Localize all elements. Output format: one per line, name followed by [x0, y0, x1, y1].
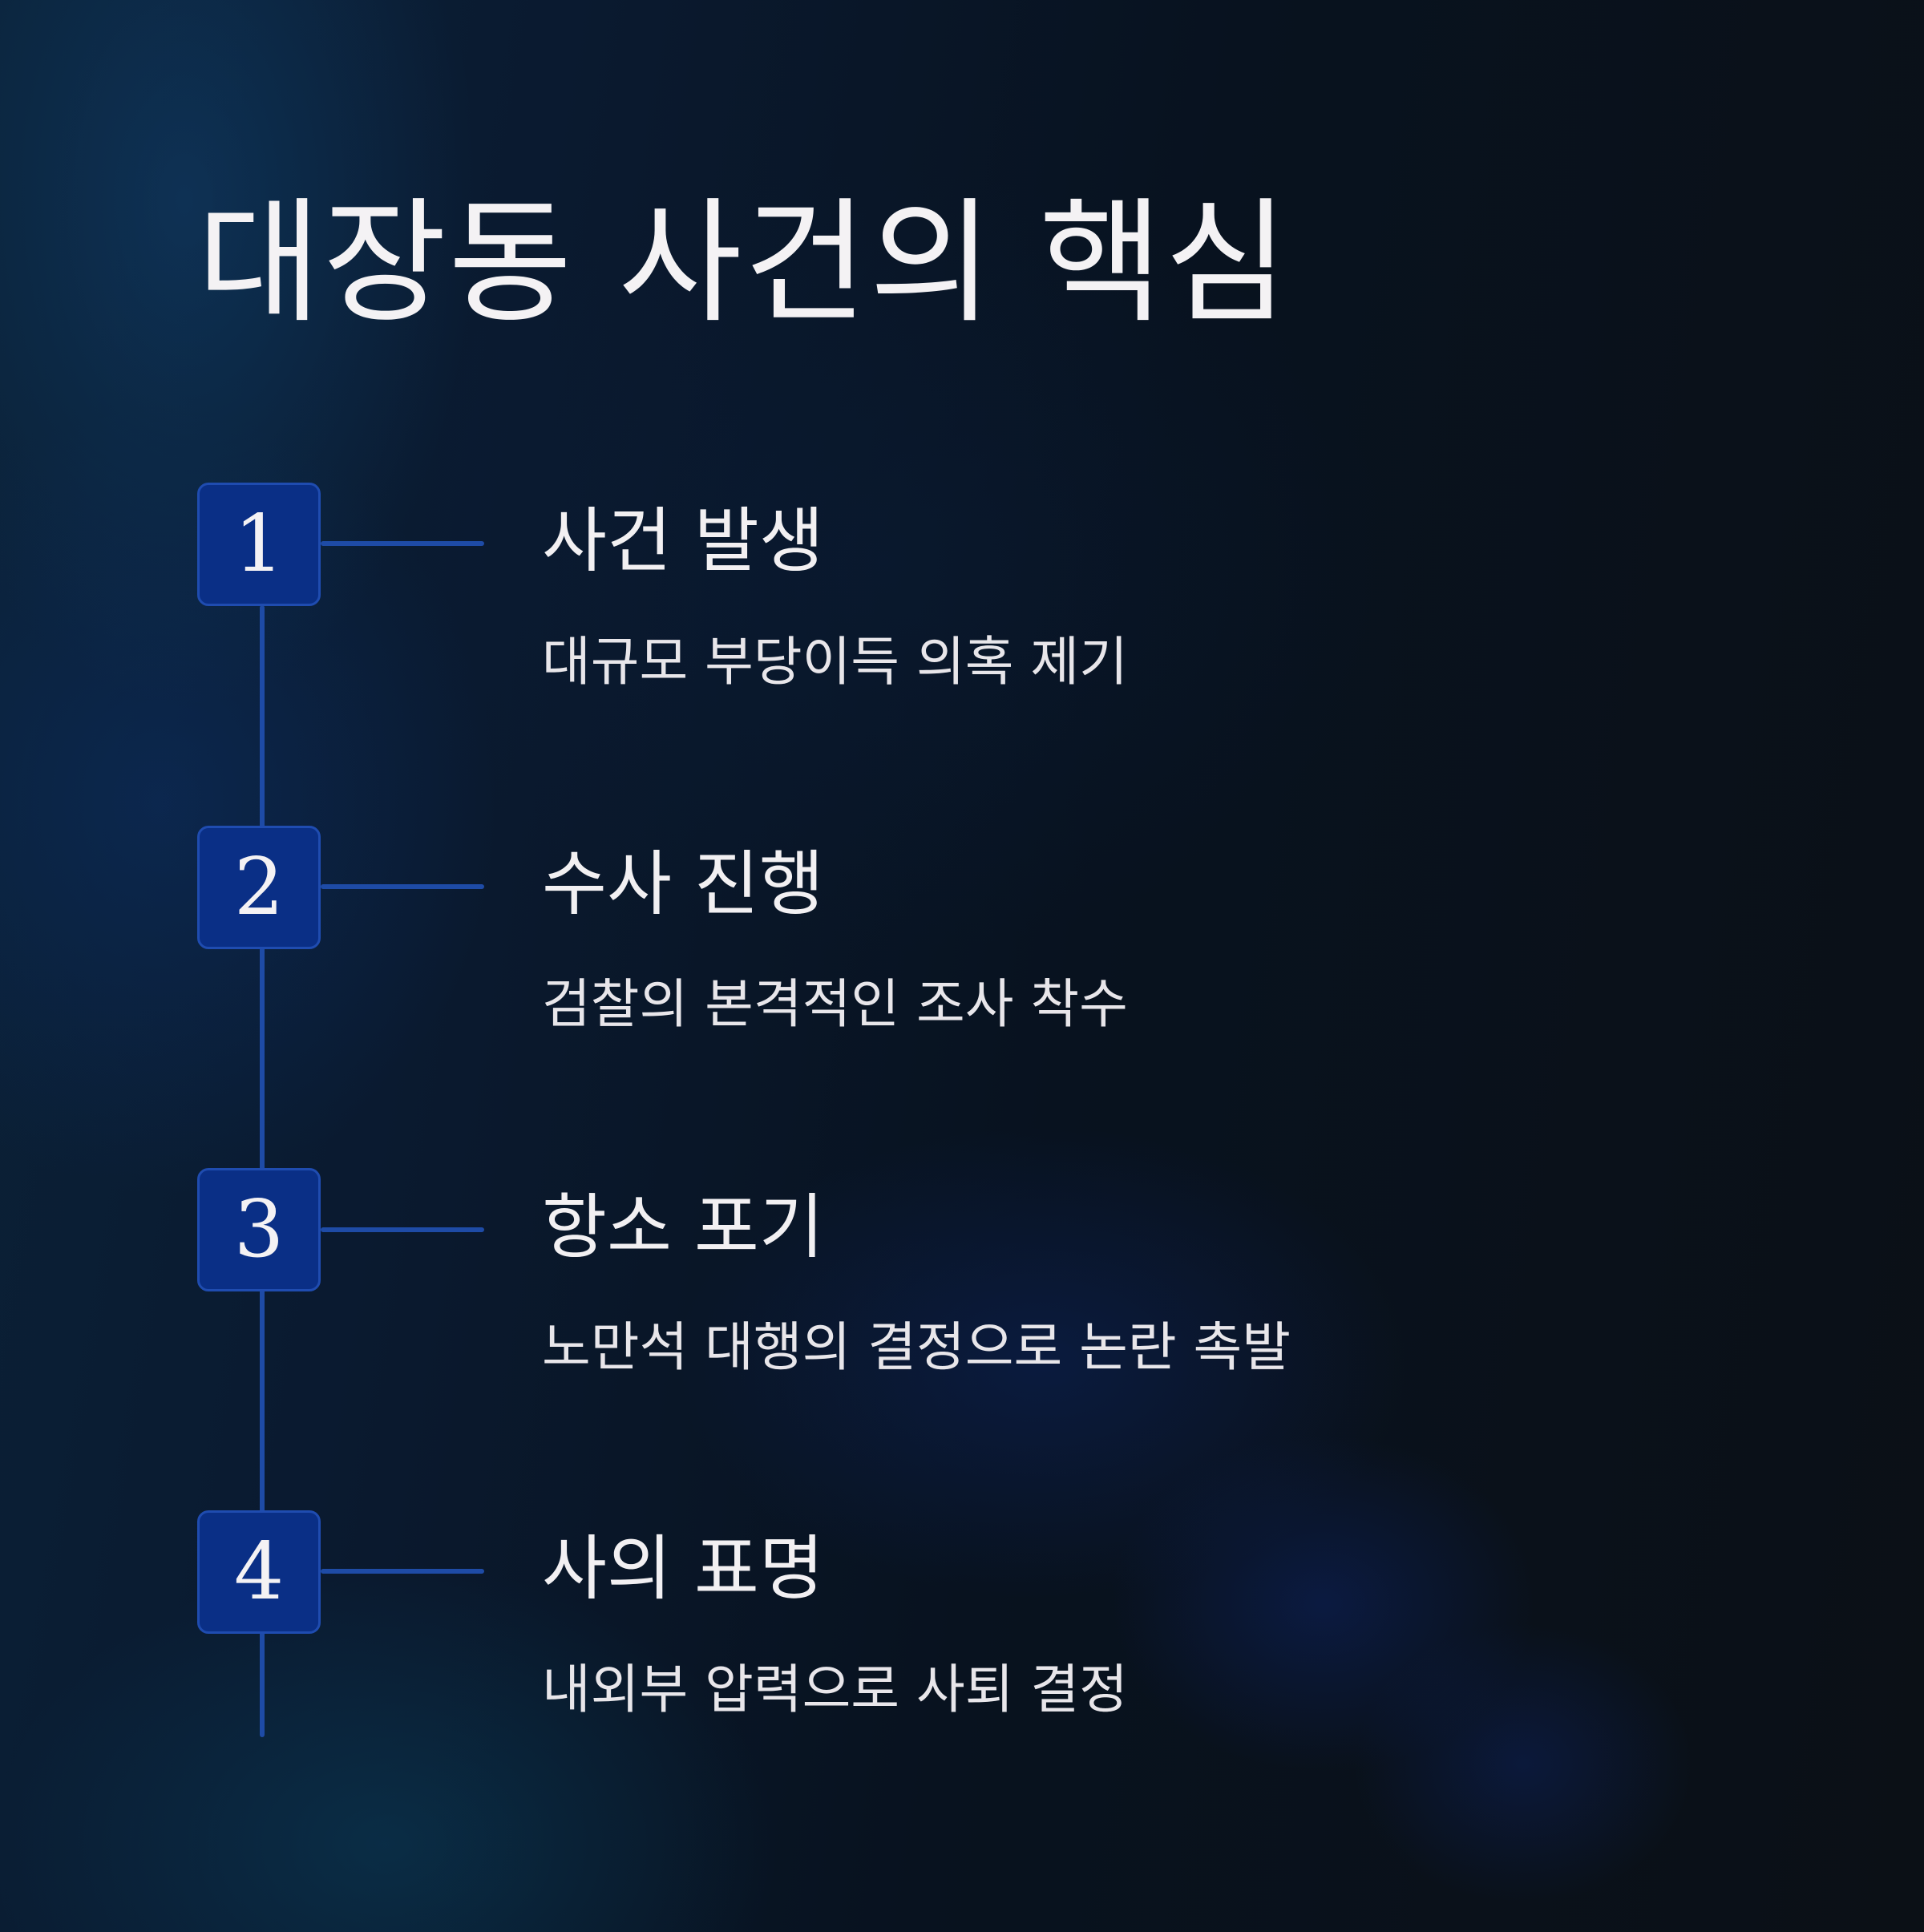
- step-2-badge: 2: [197, 826, 321, 949]
- step-4-number: 4: [233, 1526, 285, 1618]
- step-3-connector: [321, 1227, 484, 1232]
- step-3-badge: 3: [197, 1168, 321, 1291]
- step-1-badge: 1: [197, 483, 321, 606]
- step-2-title: 수사 진행: [542, 843, 824, 925]
- step-1-title: 사건 발생: [542, 499, 824, 582]
- step-1-number: 1: [233, 499, 285, 590]
- step-3-number: 3: [233, 1184, 285, 1275]
- step-1-connector: [321, 541, 484, 546]
- step-2-description: 검찰의 본격적인 조사 착수: [542, 973, 1128, 1035]
- step-3-title: 항소 포기: [542, 1186, 824, 1268]
- step-4-description: 내외부 압력으로 사퇴 결정: [542, 1659, 1128, 1720]
- step-1-description: 대규모 부당이득 의혹 제기: [542, 631, 1128, 693]
- page-title: 대장동 사건의 핵심: [197, 184, 1291, 342]
- step-4-connector: [321, 1569, 484, 1574]
- step-2-connector: [321, 884, 484, 889]
- step-4-badge: 4: [197, 1510, 321, 1634]
- step-3-description: 노만석 대행의 결정으로 논란 촉발: [542, 1316, 1291, 1378]
- step-2-number: 2: [233, 842, 285, 933]
- step-4-title: 사의 표명: [542, 1527, 824, 1610]
